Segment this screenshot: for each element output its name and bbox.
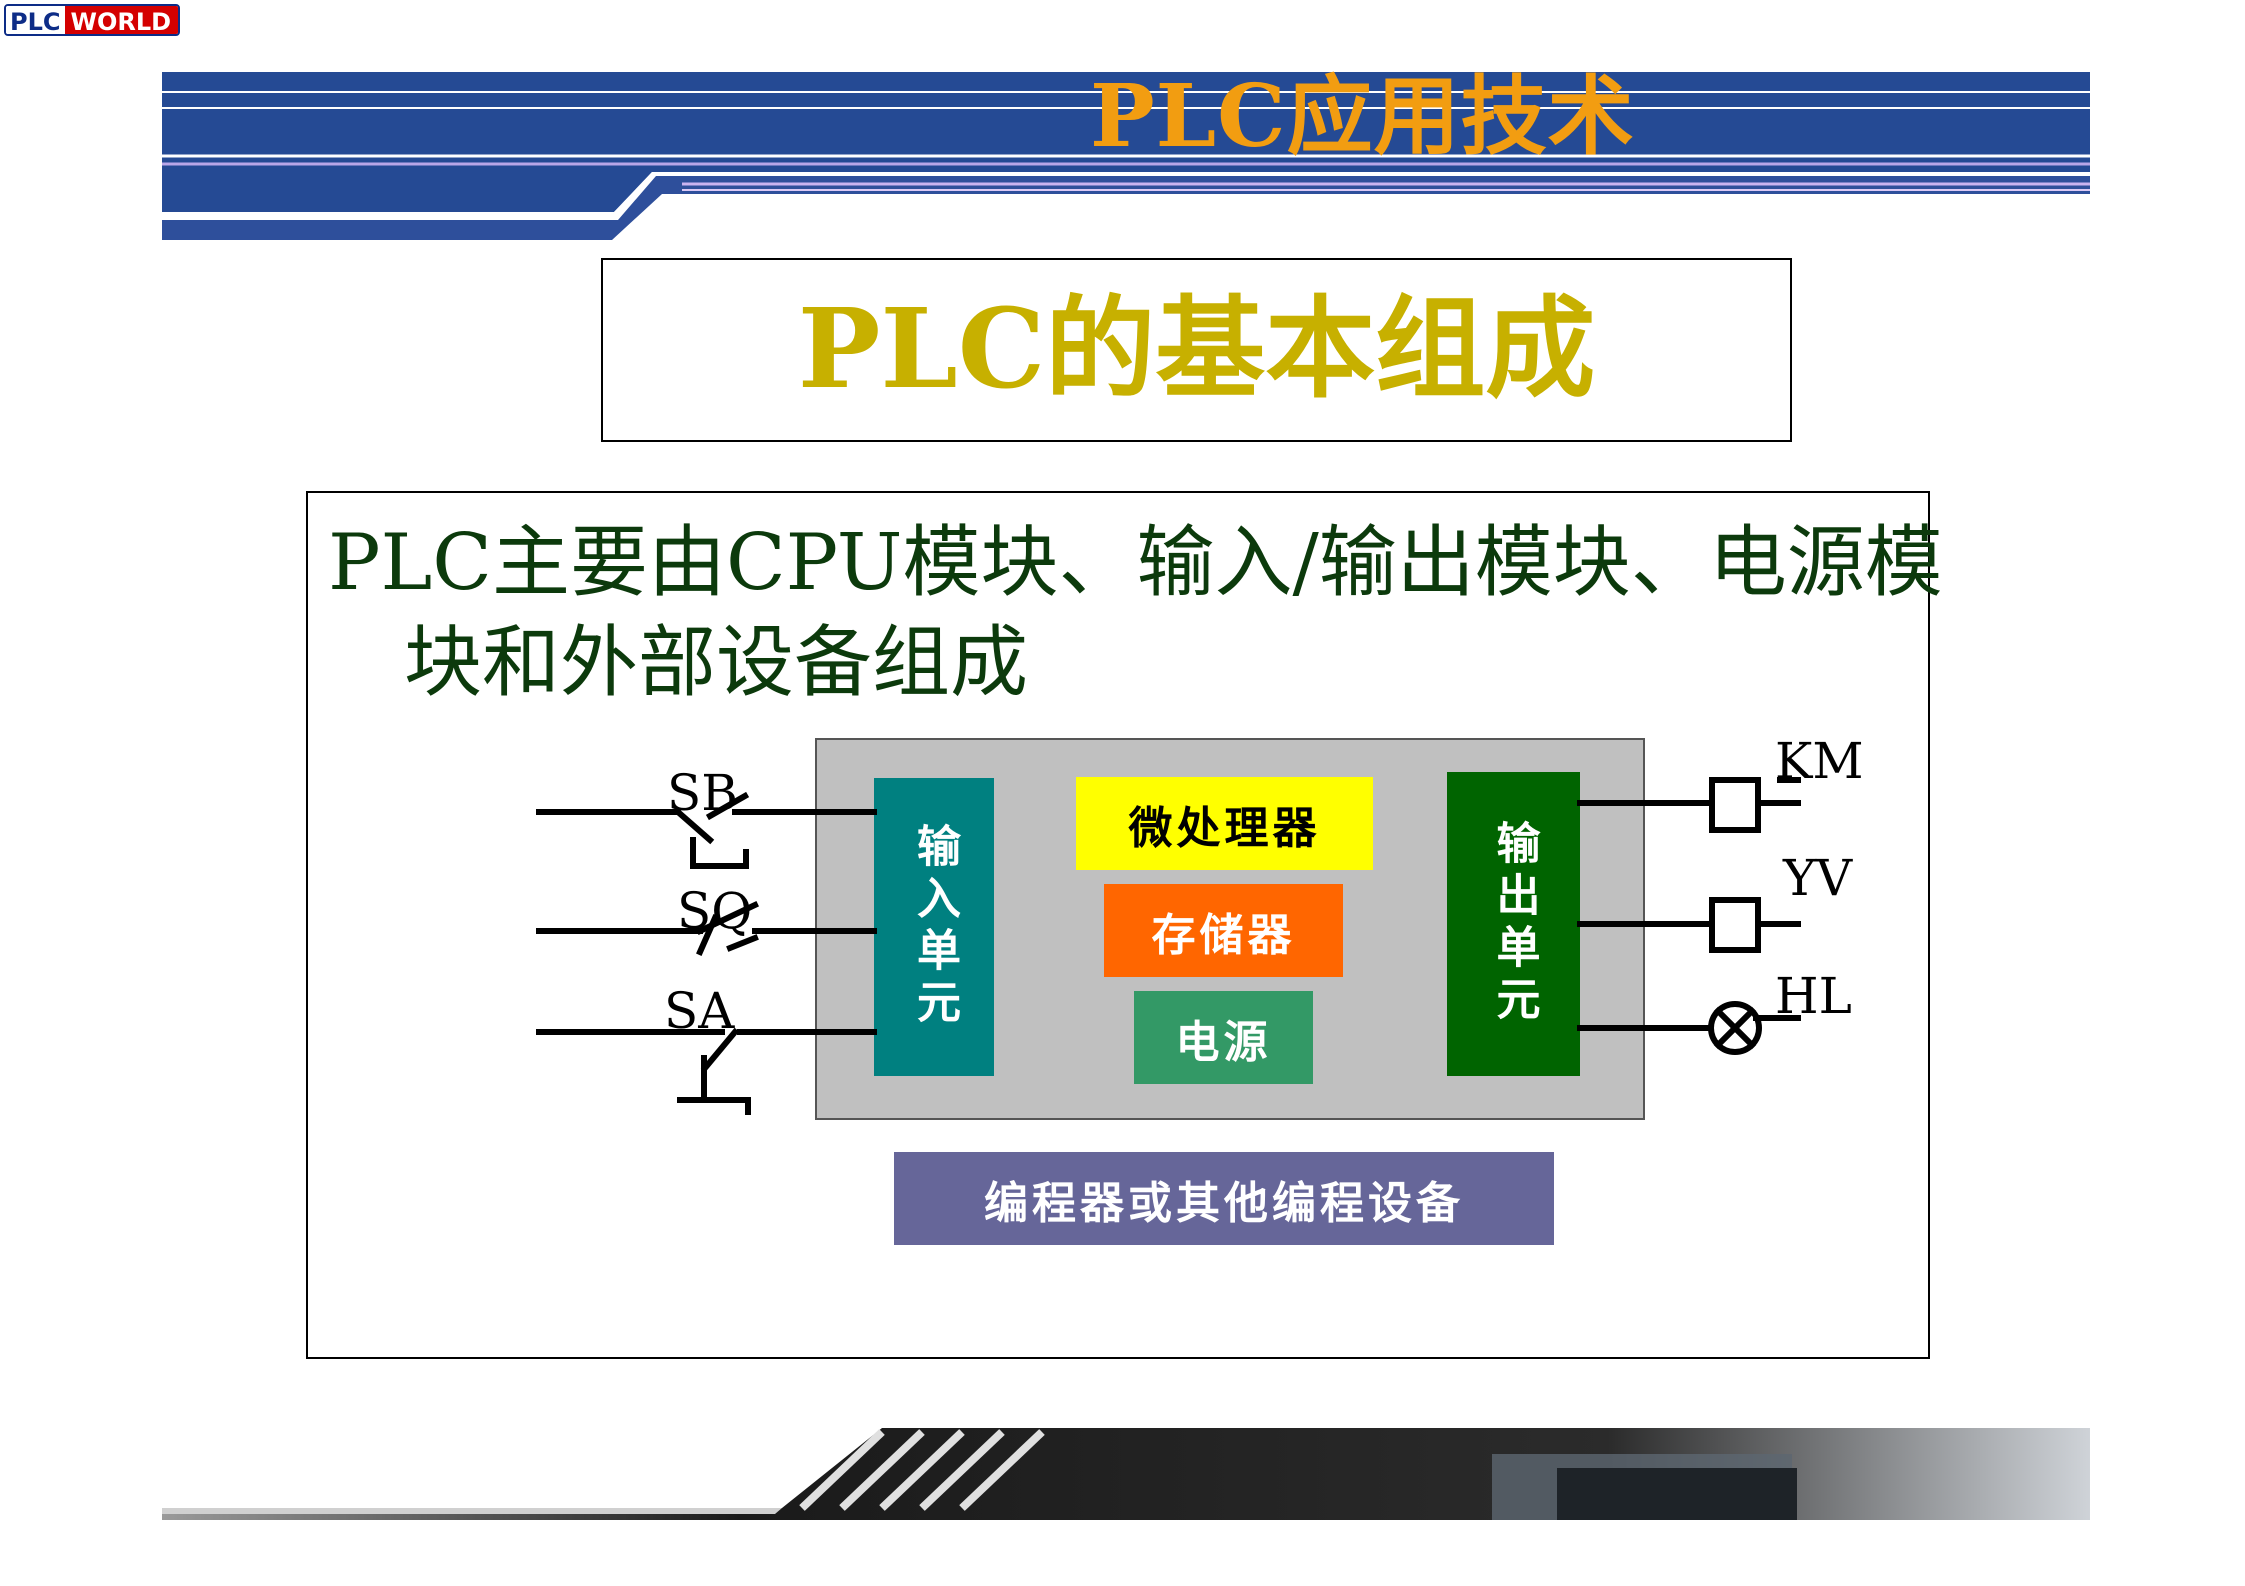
programmer-block: 编程器或其他编程设备 [894, 1152, 1554, 1245]
power-block: 电源 [1134, 991, 1313, 1084]
title-box: PLC的基本组成 [601, 258, 1792, 442]
footer-band [162, 1428, 2090, 1520]
input-unit: 输入单元 [874, 778, 994, 1076]
slide-title: PLC的基本组成 [797, 284, 1596, 413]
logo-part-plc: PLC [6, 6, 65, 34]
header-title: PLC应用技术 [1090, 66, 1635, 167]
description-text: PLC主要由CPU模块、输入/输出模块、电源模块和外部设备组成 [328, 518, 1943, 708]
output-unit: 输出单元 [1447, 772, 1580, 1076]
cpu-block: 微处理器 [1076, 777, 1373, 870]
logo-part-world: WORLD [64, 6, 178, 34]
memory-block: 存储器 [1104, 884, 1343, 977]
plcworld-logo: PLC WORLD [4, 4, 180, 36]
header-band [162, 72, 2090, 240]
